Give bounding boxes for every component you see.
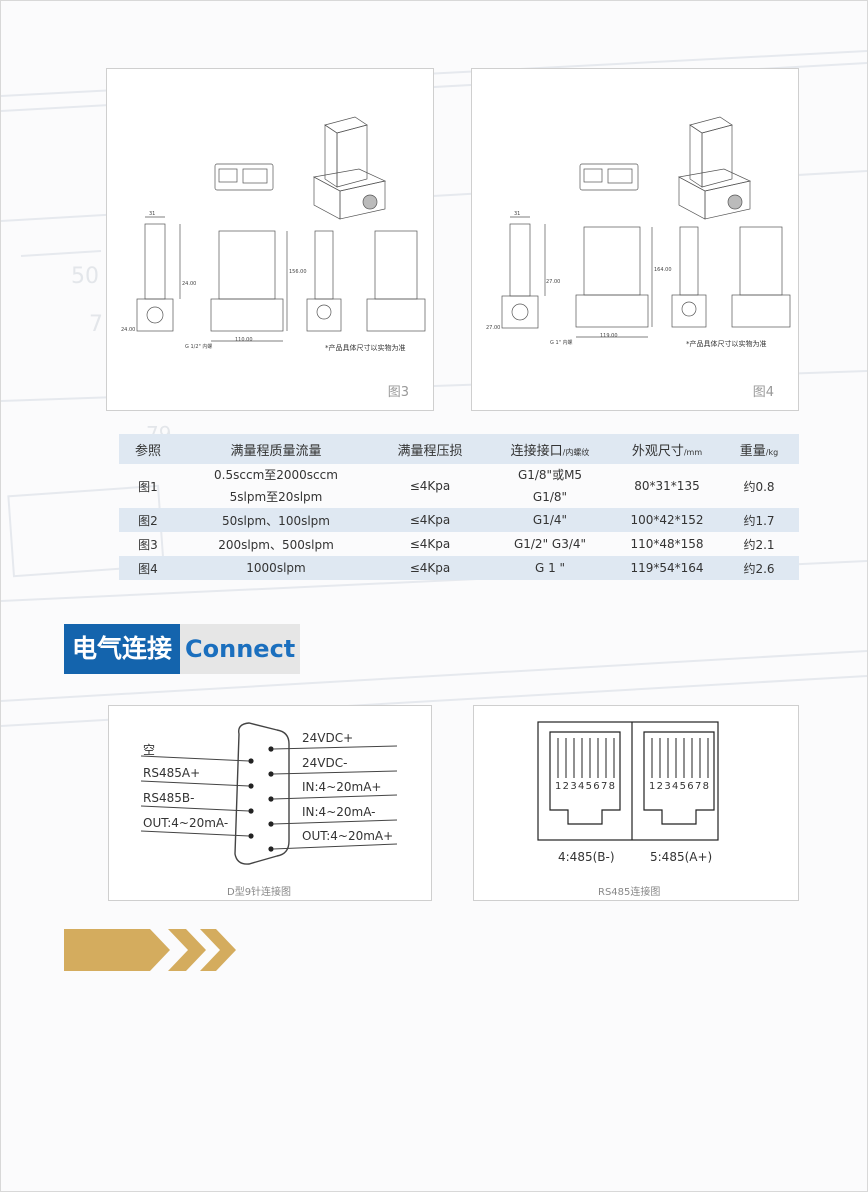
cell-ref: 图4 [119, 556, 177, 580]
dim-height: 24.00 [182, 281, 197, 287]
rs485-label-b: 4:485(B-) [558, 850, 615, 864]
figure-label: 图3 [387, 385, 409, 400]
pin-label-left: RS485B- [143, 791, 195, 805]
figure-4-panel: 31 27.00 27.00 164.00 119.00 G 1" 内螺 *产品… [471, 68, 799, 411]
gold-arrows-decoration [64, 929, 236, 971]
dim-width: 31 [514, 211, 521, 217]
rj-connectors-drawing [537, 721, 719, 841]
figure-4-drawing [501, 116, 791, 338]
header-pressure: 满量程压损 [375, 434, 485, 464]
figure-3-panel: 31 24.00 24.00 156.00 110.00 G 1/2" 内螺 *… [106, 68, 434, 411]
dim-base: 27.00 [486, 325, 501, 331]
cell-weight: 约2.1 [743, 537, 775, 552]
cell-size: 100*42*152 [615, 508, 719, 532]
dim-total-height: 156.00 [289, 269, 307, 275]
rs485-caption: RS485连接图 [598, 887, 661, 898]
pin-label-right: 24VDC+ [302, 731, 354, 745]
cell-weight: 约1.7 [719, 508, 799, 532]
dsub-connector-drawing [140, 722, 398, 865]
table-header-row: 参照 满量程质量流量 满量程压损 连接接口/内螺纹 外观尺寸/mm 重量/kg [119, 434, 799, 464]
header-port: 连接接口/内螺纹 [485, 434, 615, 464]
figure-note: *产品具体尺寸以实物为准 [325, 344, 406, 352]
rj-pin-numbers: 12345678 [649, 781, 711, 792]
section-title: 电气连接 Connect [64, 624, 301, 674]
pin-label-left: 空 [143, 743, 156, 757]
header-size: 外观尺寸/mm [615, 434, 719, 464]
section-title-en: Connect [180, 624, 301, 674]
pin-label-right: 24VDC- [302, 756, 348, 770]
cell-pressure: ≤4Kpa [409, 537, 451, 551]
cell-pressure: ≤4Kpa [375, 508, 485, 532]
cell-port: G1/2" G3/4" [513, 537, 587, 551]
pin-label-left: RS485A+ [143, 766, 201, 780]
cell-weight: 约2.6 [719, 556, 799, 580]
dim-base: 24.00 [121, 327, 136, 333]
figure-label: 图4 [752, 385, 774, 400]
dim-width: 31 [149, 211, 156, 217]
dim-height: 27.00 [546, 279, 561, 285]
cell-ref: 图2 [119, 508, 177, 532]
cell-port: G 1 " [485, 556, 615, 580]
thread-label: G 1/2" 内螺 [185, 344, 213, 350]
thread-label: G 1" 内螺 [550, 340, 573, 346]
svg-text:50: 50 [71, 264, 99, 289]
section-title-cn: 电气连接 [64, 624, 181, 674]
table-row: 图3 200slpm、500slpm ≤4Kpa G1/2" G3/4" 110… [119, 532, 799, 556]
figure-note: *产品具体尺寸以实物为准 [686, 340, 767, 348]
dsub-diagram-panel: 空 RS485A+ RS485B- OUT:4~20mA- 24VDC+ 24V… [108, 705, 432, 901]
cell-ref: 图3 [138, 537, 158, 552]
dim-length: 119.00 [600, 333, 618, 339]
pin-label-right: OUT:4~20mA+ [302, 829, 394, 843]
svg-text:7: 7 [89, 312, 103, 337]
cell-flow: 50slpm、100slpm [177, 508, 375, 532]
table-row: 图2 50slpm、100slpm ≤4Kpa G1/4" 100*42*152… [119, 508, 799, 532]
spec-table: 参照 满量程质量流量 满量程压损 连接接口/内螺纹 外观尺寸/mm 重量/kg … [119, 434, 799, 580]
cell-flow: 200slpm、500slpm [218, 537, 334, 552]
rs485-diagram-panel: 12345678 12345678 4:485(B-) 5:485(A+) RS… [473, 705, 799, 901]
cell-size: 80*31*135 [634, 479, 700, 493]
cell-size: 119*54*164 [615, 556, 719, 580]
cell-pressure: ≤4Kpa [409, 479, 451, 493]
dim-total-height: 164.00 [654, 267, 672, 273]
table-row: 图4 1000slpm ≤4Kpa G 1 " 119*54*164 约2.6 [119, 556, 799, 580]
cell-flow: 1000slpm [177, 556, 375, 580]
pin-label-left: OUT:4~20mA- [143, 816, 229, 830]
cell-port: G1/4" [485, 508, 615, 532]
dsub-caption: D型9针连接图 [227, 887, 292, 898]
cell-size: 110*48*158 [630, 537, 704, 551]
pin-label-right: IN:4~20mA+ [302, 780, 382, 794]
header-weight: 重量/kg [719, 434, 799, 464]
rs485-label-a: 5:485(A+) [650, 850, 713, 864]
cell-weight: 约0.8 [743, 479, 775, 494]
cell-pressure: ≤4Kpa [375, 556, 485, 580]
rj-pin-numbers: 12345678 [555, 781, 617, 792]
dim-length: 110.00 [235, 337, 253, 343]
figure-3-drawing [136, 116, 426, 342]
cell-ref: 图1 [138, 479, 158, 494]
header-flow: 满量程质量流量 [177, 434, 375, 464]
pin-label-right: IN:4~20mA- [302, 805, 376, 819]
header-ref: 参照 [119, 434, 177, 464]
